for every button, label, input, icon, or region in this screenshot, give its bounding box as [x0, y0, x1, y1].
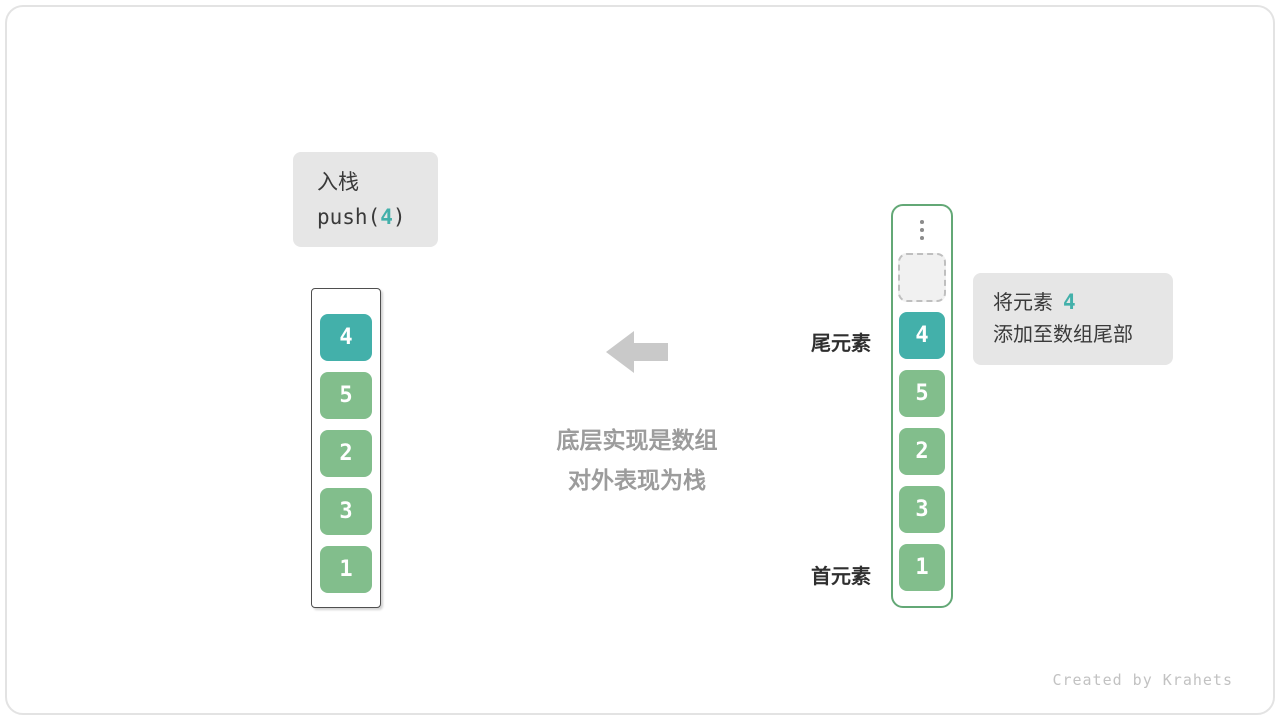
note-value: 4 [1063, 290, 1076, 314]
array-cell: 4 [899, 312, 945, 359]
array-cell: 3 [899, 486, 945, 533]
note-line1: 将元素 4 [993, 286, 1173, 319]
note-line1-text: 将元素 [993, 292, 1053, 314]
note-line2: 添加至数组尾部 [993, 324, 1133, 346]
note-box: 将元素 4 添加至数组尾部 [973, 273, 1173, 365]
stack-cell: 1 [320, 546, 372, 593]
stack-cell: 3 [320, 488, 372, 535]
array-cell: 2 [899, 428, 945, 475]
array-cell: 1 [899, 544, 945, 591]
stack-cell: 4 [320, 314, 372, 361]
tail-element-label: 尾元素 [811, 333, 871, 355]
left-arrow-icon [606, 331, 668, 373]
code-argument: 4 [380, 205, 393, 229]
push-operation-code: push(4) [317, 201, 438, 233]
stack-cell: 5 [320, 372, 372, 419]
ellipsis-icon [919, 220, 925, 240]
push-operation-title: 入栈 [317, 171, 359, 194]
stack-view: 4 5 2 3 1 [311, 288, 381, 608]
caption-line1: 底层实现是数组 [556, 427, 718, 453]
caption-line2: 对外表现为栈 [568, 467, 706, 493]
caption: 底层实现是数组 对外表现为栈 [487, 420, 787, 500]
head-element-label: 首元素 [811, 566, 871, 588]
array-cell: 5 [899, 370, 945, 417]
stack-cell: 2 [320, 430, 372, 477]
empty-slot [898, 253, 946, 302]
watermark: Created by Krahets [1052, 671, 1233, 689]
diagram-canvas: 入栈 push(4) 4 5 2 3 1 底层实现是数组 对外表现为栈 4 5 … [5, 5, 1275, 715]
array-view: 4 5 2 3 1 [891, 204, 953, 608]
push-operation-box: 入栈 push(4) [293, 152, 438, 247]
code-prefix: push( [317, 205, 381, 229]
code-suffix: ) [392, 205, 406, 229]
